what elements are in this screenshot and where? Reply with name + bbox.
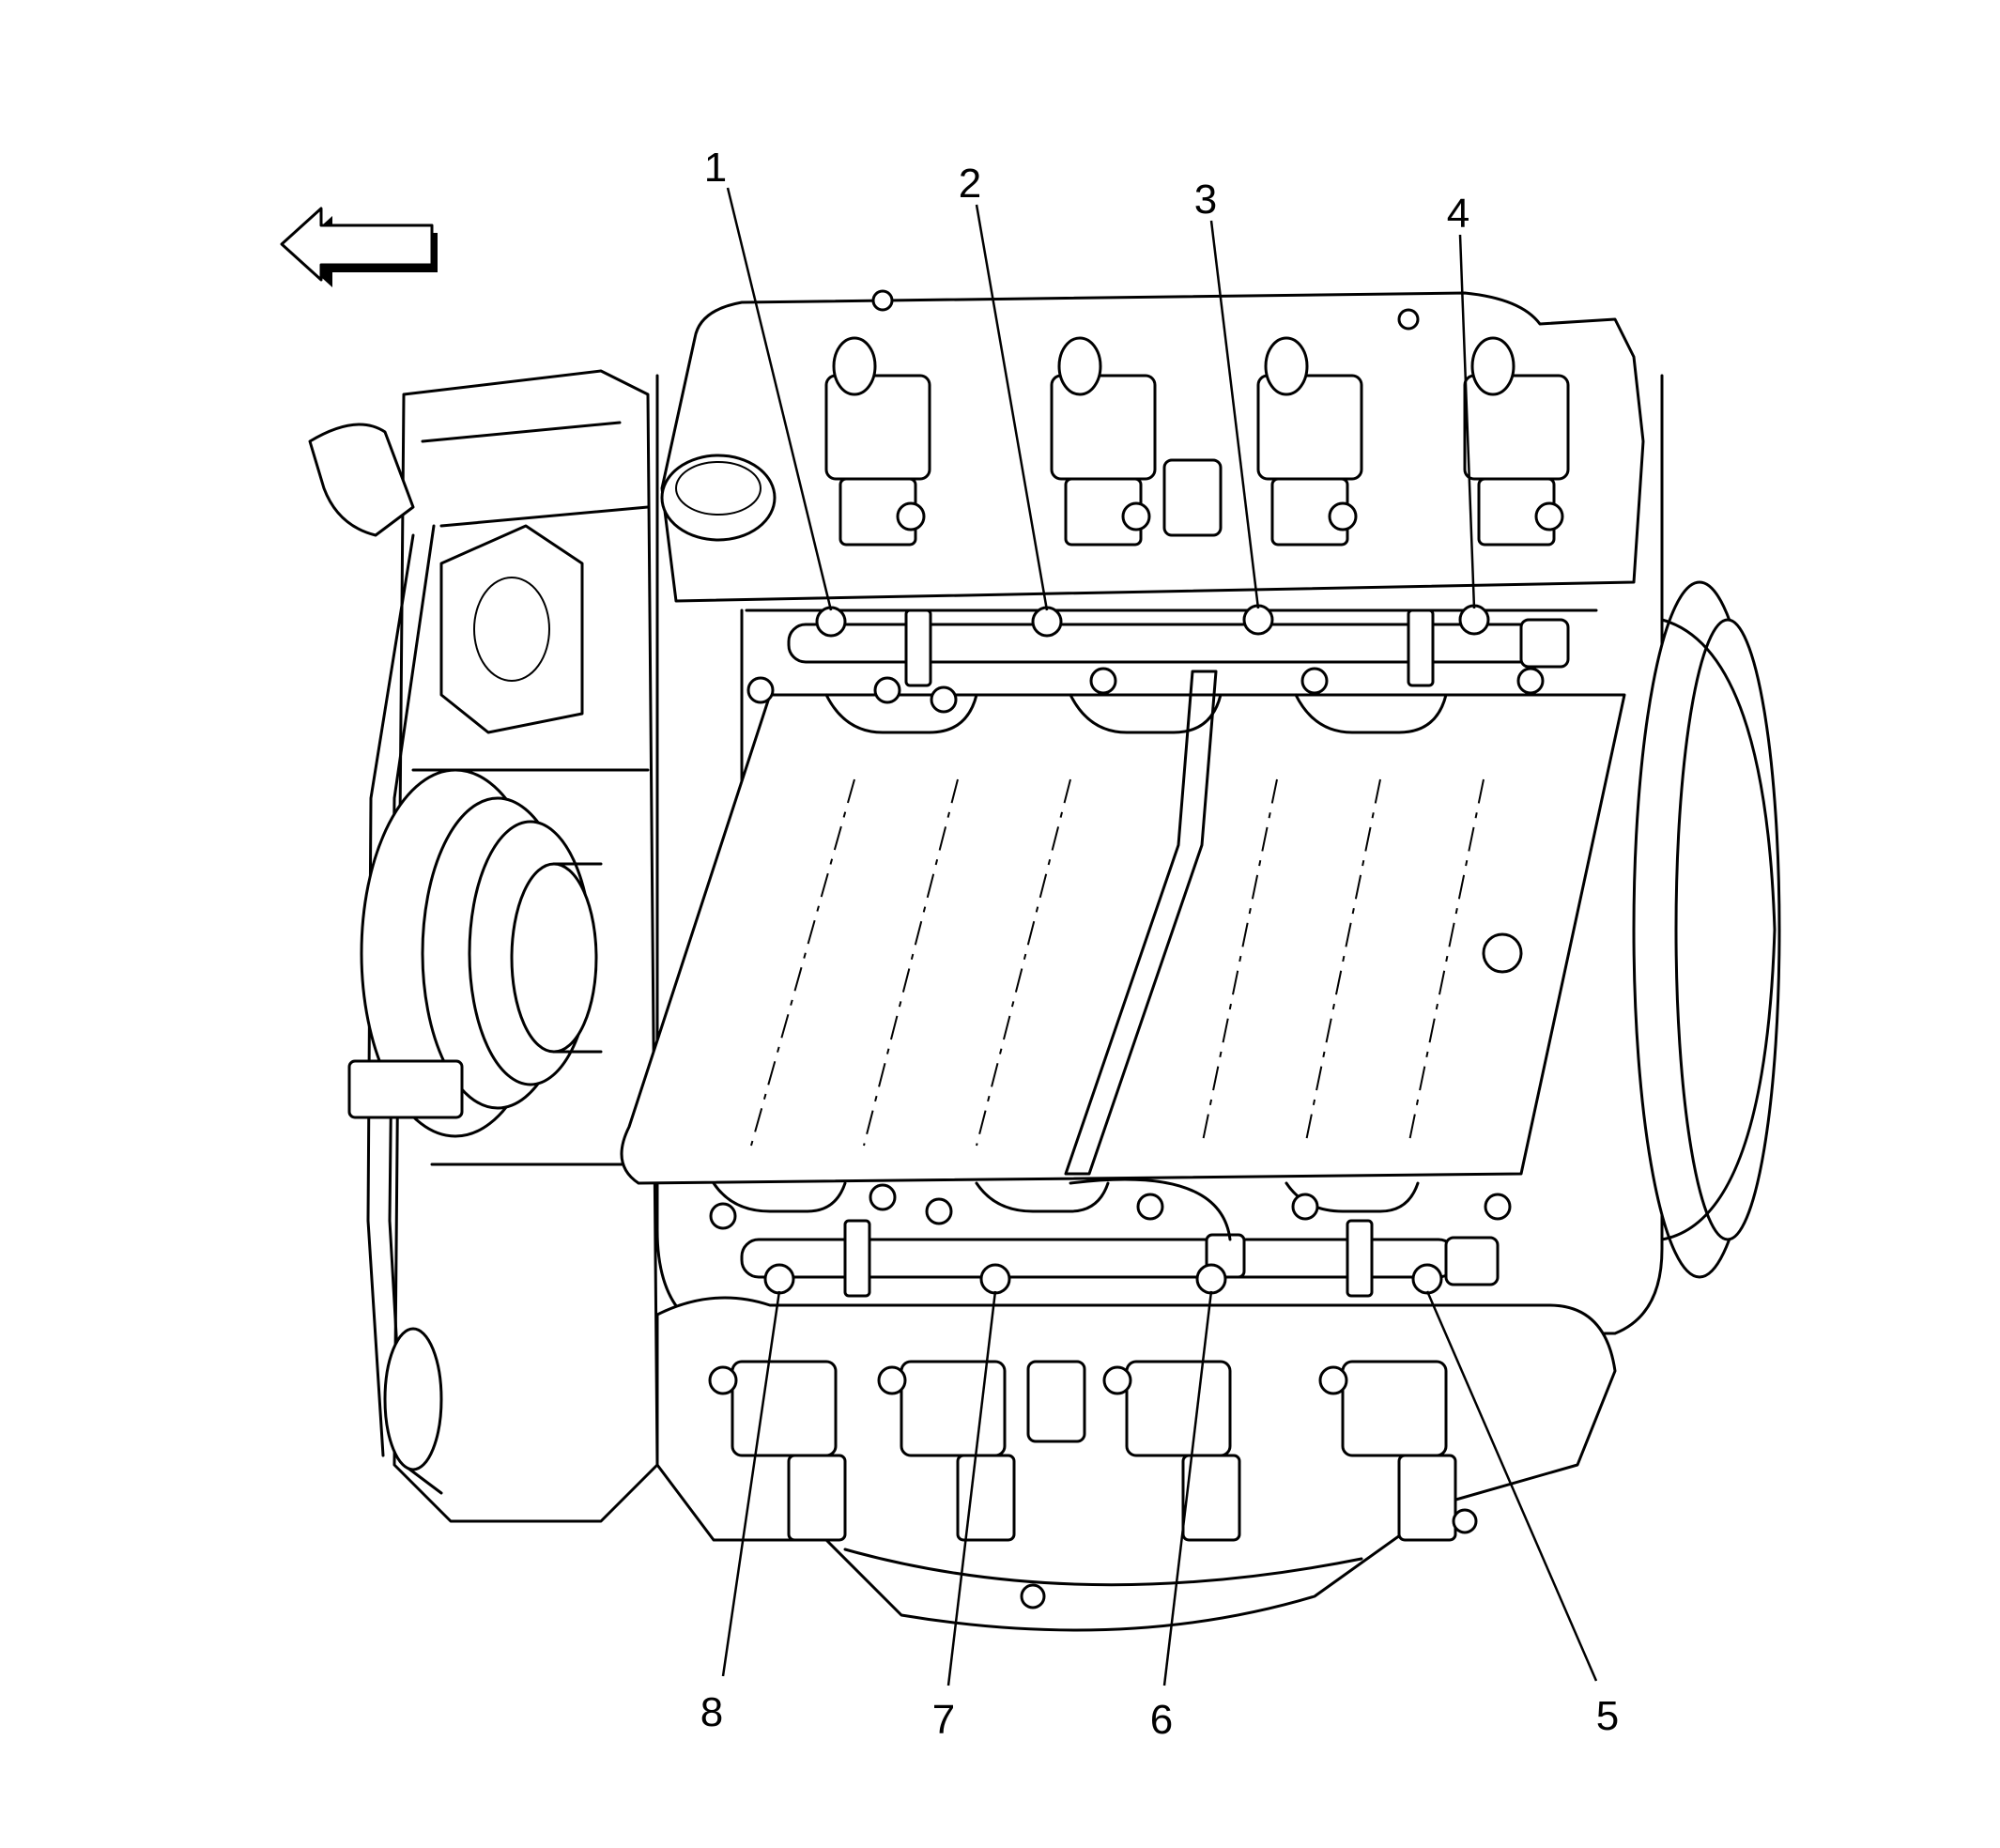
fuel-rail-bolt-7: [979, 1263, 1011, 1295]
fuel-rail-bolt-4: [1458, 604, 1490, 636]
fuel-rail-bolt-2: [1031, 606, 1063, 638]
mounting-bolts: [709, 289, 1545, 1609]
callout-label-4: 4: [1447, 191, 1469, 237]
callout-3: 3: [1194, 177, 1260, 609]
callout-label-3: 3: [1194, 177, 1217, 223]
intake-manifold: [620, 670, 1626, 1213]
fuel-rail-bolt-1: [815, 606, 847, 638]
callout-label-2: 2: [959, 161, 981, 207]
callout-label-7: 7: [932, 1697, 955, 1743]
callout-7: 7: [932, 1290, 997, 1743]
callout-2: 2: [959, 161, 1049, 611]
lower-coil-row: [708, 1360, 1457, 1542]
callout-label-5: 5: [1596, 1693, 1619, 1739]
callout-label-1: 1: [704, 145, 727, 191]
fuel-rail-bolt-6: [1195, 1263, 1227, 1295]
callout-6: 6: [1150, 1290, 1213, 1743]
upper-coil-row: [824, 336, 1570, 547]
callout-label-6: 6: [1150, 1697, 1173, 1743]
arrow-left-icon: [280, 207, 438, 287]
callout-1: 1: [704, 145, 833, 611]
callout-label-8: 8: [700, 1689, 723, 1735]
fuel-rail-bolt-3: [1242, 604, 1274, 636]
lower-fuel-rail: [740, 1178, 1500, 1298]
callout-8: 8: [700, 1290, 781, 1735]
fuel-rail-bolt-8: [763, 1263, 795, 1295]
callout-4: 4: [1447, 191, 1476, 609]
upper-fuel-rail: [740, 608, 1598, 1176]
callout-5: 5: [1425, 1290, 1619, 1739]
fuel-rail-bolt-5: [1411, 1263, 1443, 1295]
